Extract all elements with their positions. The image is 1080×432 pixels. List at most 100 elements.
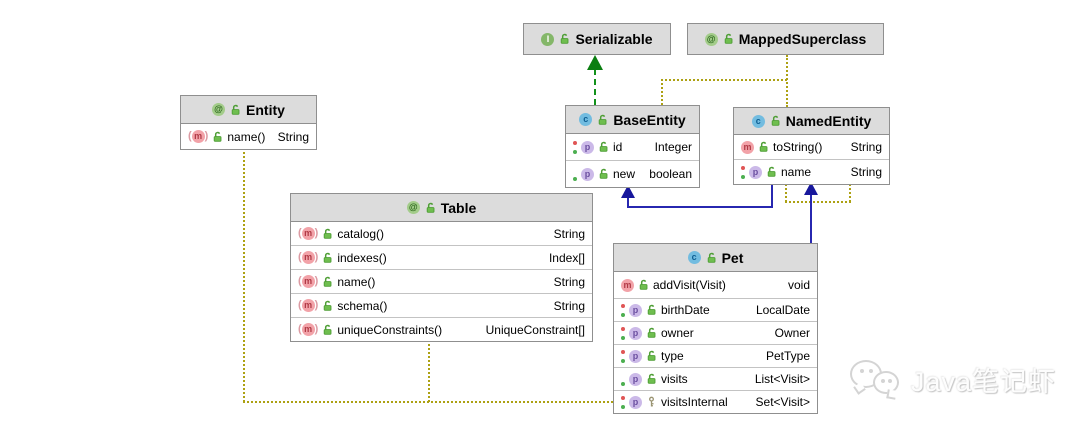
class-node-baseentity[interactable]: c BaseEntity p id Integer p new boolean [565, 105, 700, 188]
setter-dot [621, 404, 625, 409]
edge-pet-namedentity-v[interactable] [810, 195, 812, 243]
property-icon: p [629, 372, 642, 386]
member-name: type [661, 349, 684, 363]
member-row: m addVisit(Visit) void [614, 272, 817, 298]
member-type: String [553, 226, 585, 241]
member-row: p owner Owner [614, 321, 817, 344]
member-type: UniqueConstraint[] [485, 322, 585, 337]
member-row: (m) schema() String [291, 293, 592, 317]
public-lock-icon [214, 131, 222, 142]
edge-namedentity-baseentity-v1[interactable] [771, 182, 773, 208]
member-name: catalog() [337, 226, 385, 241]
member-type: String [850, 140, 882, 154]
node-header: c Pet [614, 244, 817, 272]
edge-baseentity-mappedsuperclass-h[interactable] [661, 79, 787, 81]
class-title: Table [440, 199, 477, 216]
member-name: visits [661, 372, 688, 386]
class-title: Serializable [575, 31, 653, 47]
edge-namedentity-loop-left[interactable] [785, 184, 787, 202]
member-name: indexes() [337, 250, 387, 265]
accessor-dots [621, 395, 625, 409]
member-name: addVisit(Visit) [653, 278, 726, 292]
setter-dot [573, 149, 577, 154]
edge-namedentity-loop-right[interactable] [849, 184, 851, 202]
member-type: void [787, 278, 810, 292]
member-row: m toString() String [734, 135, 889, 159]
class-icon: c [751, 114, 765, 128]
class-icon: c [579, 113, 593, 126]
member-name: uniqueConstraints() [337, 322, 443, 337]
edge-namedentity-loop-bottom[interactable] [785, 201, 851, 203]
class-node-mappedsuperclass[interactable]: @ MappedSuperclass [687, 23, 884, 55]
member-row: p visitsInternal Set<Visit> [614, 390, 817, 413]
public-lock-icon [759, 141, 768, 152]
member-type: LocalDate [755, 303, 810, 317]
abstract-method-icon: (m) [298, 275, 319, 288]
watermark-text: Java笔记虾 [911, 366, 1057, 397]
getter-dot [621, 395, 625, 400]
property-icon: p [581, 167, 594, 181]
member-type: String [850, 165, 882, 179]
abstract-method-icon: (m) [298, 251, 319, 264]
inheritance-arrowhead-icon [621, 185, 635, 198]
member-row: (m) indexes() Index[] [291, 245, 592, 269]
wechat-bubbles-icon [849, 356, 903, 402]
public-lock-icon [599, 114, 607, 125]
public-lock-icon [647, 327, 656, 338]
edge-baseentity-serializable[interactable] [594, 69, 596, 105]
member-name: id [613, 140, 623, 154]
edge-pet-entity-h[interactable] [243, 401, 613, 403]
edge-pet-table-v[interactable] [428, 336, 430, 402]
public-lock-icon [707, 252, 716, 263]
public-lock-icon [561, 33, 569, 44]
private-key-icon [649, 396, 654, 407]
member-type: String [553, 298, 585, 313]
class-title: MappedSuperclass [738, 31, 867, 47]
node-header: c BaseEntity [566, 106, 699, 134]
member-row: p new boolean [566, 160, 699, 187]
method-icon: m [741, 140, 754, 154]
member-row: p name String [734, 159, 889, 184]
realization-arrowhead-icon [587, 55, 603, 70]
edge-namedentity-baseentity-v2[interactable] [627, 197, 629, 207]
member-row: p visits List<Visit> [614, 367, 817, 390]
member-name: name [781, 165, 812, 179]
accessor-dots [621, 349, 625, 363]
annotation-icon: @ [212, 103, 226, 116]
class-icon: c [687, 251, 701, 264]
class-node-table[interactable]: @ Table (m) catalog() String (m) indexes… [290, 193, 593, 342]
setter-dot [573, 176, 577, 181]
property-icon: p [581, 140, 594, 154]
member-type: String [553, 274, 585, 289]
class-node-entity[interactable]: @ Entity (m) name() String [180, 95, 317, 150]
edge-namedentity-baseentity-h[interactable] [627, 206, 773, 208]
edge-namedentity-mappedsuperclass[interactable] [786, 55, 788, 107]
public-lock-icon [426, 202, 435, 213]
public-lock-icon [324, 276, 332, 287]
public-lock-icon [639, 279, 648, 290]
edge-pet-entity-v[interactable] [243, 148, 245, 402]
class-title: Entity [246, 101, 285, 118]
class-node-pet[interactable]: c Pet m addVisit(Visit) void p birthDate… [613, 243, 818, 414]
annotation-icon: @ [704, 32, 718, 46]
getter-dot [621, 349, 625, 354]
property-icon: p [629, 326, 642, 340]
class-node-namedentity[interactable]: c NamedEntity m toString() String p name… [733, 107, 890, 185]
getter-dot [621, 303, 625, 308]
public-lock-icon [647, 350, 656, 361]
node-header: @ Entity [181, 96, 316, 124]
member-row: p id Integer [566, 134, 699, 160]
watermark: Java笔记虾 [849, 356, 1056, 402]
member-row: p type PetType [614, 344, 817, 367]
getter-dot [621, 326, 625, 331]
getter-dot [573, 140, 577, 145]
accessor-dots [573, 140, 577, 154]
class-node-serializable[interactable]: I Serializable [523, 23, 671, 55]
member-row: p birthDate LocalDate [614, 298, 817, 321]
public-lock-icon [324, 252, 332, 263]
edge-baseentity-mappedsuperclass-v[interactable] [661, 79, 663, 105]
member-type: Integer [654, 140, 692, 154]
member-name: toString() [773, 140, 823, 154]
property-icon: p [629, 303, 642, 317]
